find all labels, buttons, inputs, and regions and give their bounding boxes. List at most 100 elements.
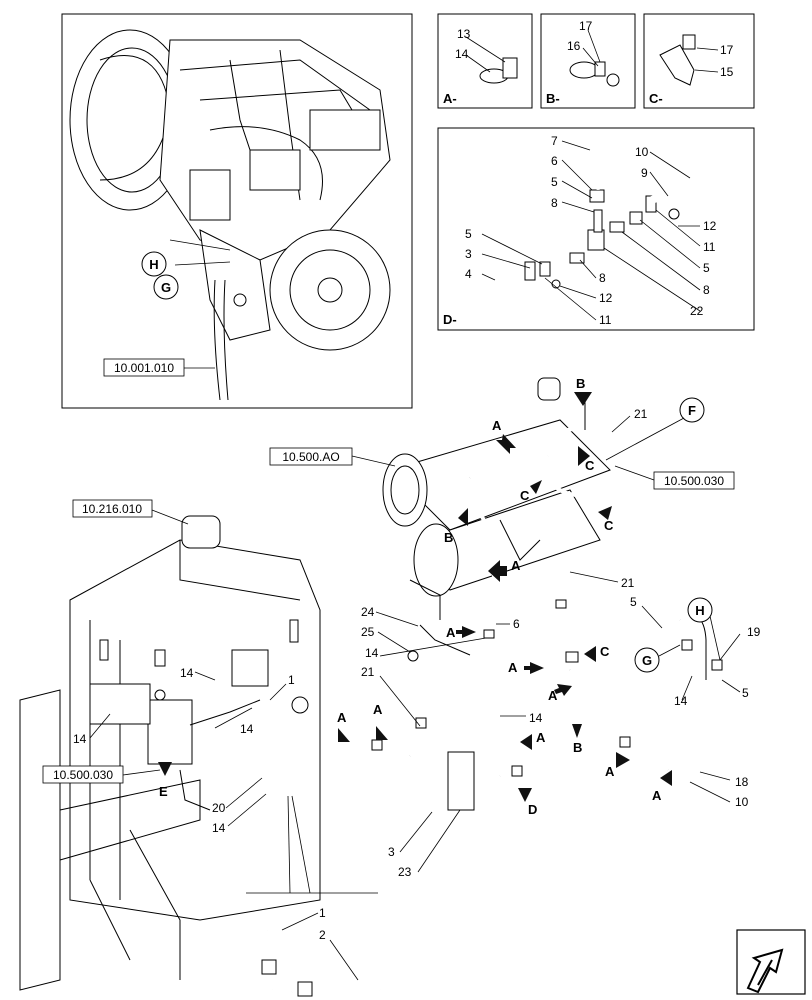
arrow-a-6 [338,728,350,742]
next-page-icon[interactable] [736,929,806,995]
arrow-a-label-6: A [337,710,347,725]
label-20: 20 [212,801,226,815]
label-14-c: 14 [180,666,194,680]
inset-c-title: C- [649,91,663,106]
label-3: 3 [388,845,395,859]
label-21-left: 21 [361,665,375,679]
ref-030-right: 10.500.030 [664,474,724,488]
arrow-a-label-8: A [536,730,546,745]
ref-030-left: 10.500.030 [53,768,113,782]
label-14-b: 14 [529,711,543,725]
label-21-right: 21 [621,576,635,590]
label-5-left: 5 [630,595,637,609]
circle-g-engine: G [161,280,171,295]
inset-d: D- [437,127,755,331]
inset-b: B- 17 16 [540,13,636,109]
arrow-c-1 [578,446,590,466]
label-6: 6 [513,617,520,631]
inset-c: C- 17 15 [643,13,755,109]
inset-d-label-12b: 12 [599,291,613,305]
arrow-b-3 [572,724,582,738]
inset-d-label-7: 7 [551,134,558,148]
inset-d-label-10: 10 [635,145,649,159]
arrow-b-label-1: B [576,376,585,391]
inset-d-label-5b: 5 [703,261,710,275]
label-1-main: 1 [288,673,295,687]
engine-block-left: 10.216.010 10.500.030 [19,499,321,991]
arrow-a-label-10: A [652,788,662,803]
arrow-c-3 [598,506,612,520]
arrow-e-label: E [159,784,168,799]
circle-g-main: G [642,653,652,668]
label-5-right: 5 [742,686,749,700]
engine-inset: H G 10.001.010 [61,13,413,409]
inset-a-label-14: 14 [455,47,469,61]
inset-d-label-12a: 12 [703,219,717,233]
main-labels: 21 21 21 24 25 6 14 14 14 14 14 14 14 1 … [73,407,761,879]
inset-b-label-17: 17 [579,19,593,33]
arrow-c-label-4: C [600,644,610,659]
inset-d-label-3: 3 [465,247,472,261]
inset-a-label-13: 13 [457,27,471,41]
inset-a-title: A- [443,91,457,106]
inset-c-label-15: 15 [720,65,734,79]
label-14-a: 14 [365,646,379,660]
arrow-a-2 [488,560,507,582]
inset-a: A- 13 14 [437,13,533,109]
arrow-b-2 [458,508,468,526]
arrow-a-1 [496,434,516,454]
inset-c-label-17: 17 [720,43,734,57]
arrow-e [158,762,172,776]
arrow-a-label-5: A [548,688,558,703]
arrow-a-10 [660,770,672,786]
label-14-d: 14 [240,722,254,736]
label-14-f: 14 [212,821,226,835]
arrow-a-label-3: A [446,625,456,640]
view-arrows: A A A A A A A A A A B B B C C C C [158,376,672,817]
circle-f: F [688,403,696,418]
inset-d-label-6: 6 [551,154,558,168]
label-24: 24 [361,605,375,619]
arrow-d-label: D [528,802,537,817]
inset-b-title: B- [546,91,560,106]
arrow-a-9 [616,752,630,768]
arrow-b-1 [574,392,592,406]
label-23: 23 [398,865,412,879]
label-1-bottom: 1 [319,906,326,920]
inset-d-label-8b: 8 [703,283,710,297]
label-14-g: 14 [674,694,688,708]
label-25: 25 [361,625,375,639]
bottom-detail: 1 2 [246,795,381,997]
label-2: 2 [319,928,326,942]
inset-d-label-5a: 5 [551,175,558,189]
arrow-d [518,788,532,802]
arrow-a-label-4: A [508,660,518,675]
inset-b-label-16: 16 [567,39,581,53]
label-21-top: 21 [634,407,648,421]
inset-d-label-8a: 8 [551,196,558,210]
circle-h-main: H [695,603,704,618]
arrow-b-label-3: B [573,740,582,755]
ref-engine: 10.001.010 [114,361,174,375]
circle-h-engine: H [149,257,158,272]
label-10: 10 [735,795,749,809]
inset-d-label-11a: 11 [703,240,716,254]
inset-d-label-4: 4 [465,267,472,281]
arrow-a-7 [376,726,388,740]
inset-d-label-11b: 11 [599,313,612,327]
arrow-a-label-9: A [605,764,615,779]
arrow-c-4 [584,646,596,662]
arrow-a-label-2: A [511,558,521,573]
arrow-c-label-1: C [585,458,595,473]
arrow-a-5 [554,684,572,696]
arrow-a-3 [456,626,476,638]
arrow-a-label-7: A [373,702,383,717]
arrow-a-4 [524,662,544,674]
arrow-a-label-1: A [492,418,502,433]
inset-d-label-9: 9 [641,166,648,180]
inset-d-label-5c: 5 [465,227,472,241]
arrow-c-2 [530,480,542,494]
ref-216: 10.216.010 [82,502,142,516]
arrow-b-label-2: B [444,530,453,545]
